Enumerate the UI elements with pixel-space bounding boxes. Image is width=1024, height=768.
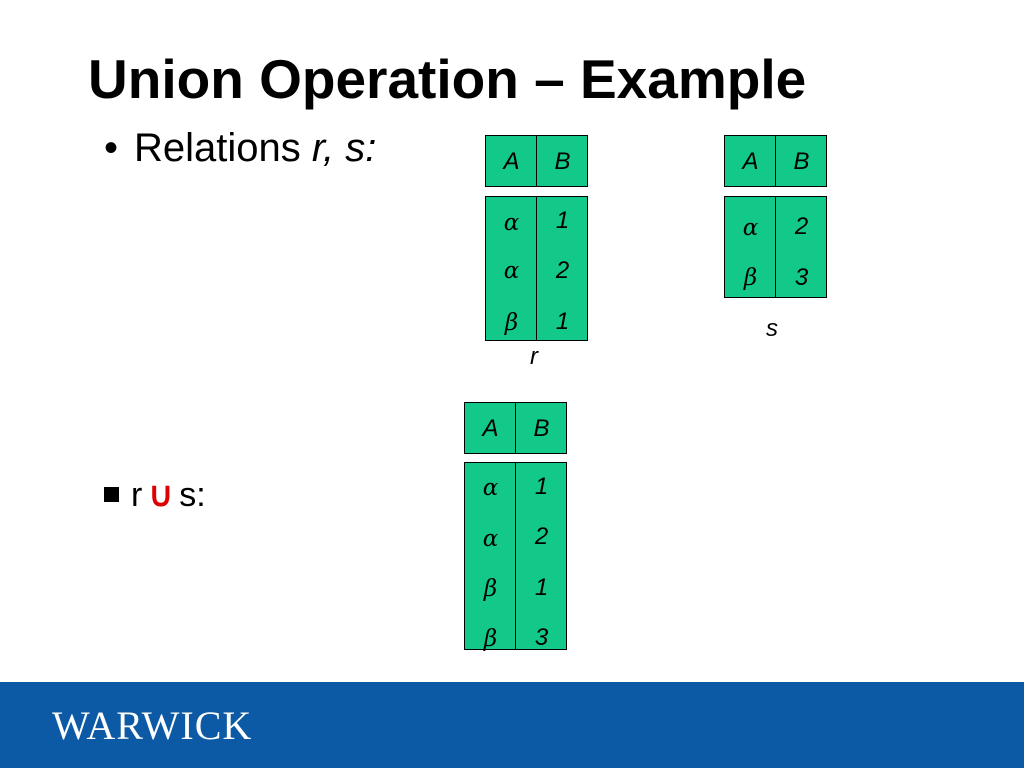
table-cell: 1: [555, 308, 570, 335]
bullet-union: r∪s:: [104, 478, 206, 512]
header-cell-a: A: [742, 148, 759, 175]
bullet-relations: • Relations r, s:: [104, 128, 376, 168]
header-cell-a: A: [482, 415, 499, 442]
table-cell: 2: [555, 257, 570, 284]
header-cell-b: B: [554, 148, 571, 175]
union-lhs: r: [131, 476, 143, 514]
table-cell: 3: [534, 624, 549, 651]
table-cell: β: [504, 310, 519, 336]
table-cell: 2: [794, 213, 809, 240]
table-cell: 2: [534, 523, 549, 550]
table-cell: α: [742, 215, 759, 241]
table-cell: α: [503, 258, 520, 284]
header-cell-b: B: [533, 415, 550, 442]
relation-union-header: A B: [464, 402, 567, 454]
table-cell: 1: [534, 574, 549, 601]
table-cell: α: [503, 210, 520, 236]
header-cell-b: B: [793, 148, 810, 175]
relation-s-body: α 2 β 3: [724, 196, 827, 298]
relation-r-name: r: [530, 343, 538, 370]
union-symbol: ∪: [148, 476, 174, 514]
table-cell: α: [482, 526, 499, 552]
table-cell: 1: [555, 207, 570, 234]
table-cell: 3: [794, 264, 809, 291]
table-cell: β: [483, 576, 498, 602]
relation-s-header: A B: [724, 135, 827, 187]
header-cell-a: A: [503, 148, 520, 175]
warwick-logo: WARWICK: [52, 703, 253, 748]
table-cell: α: [482, 475, 499, 501]
relation-s-name: s: [766, 315, 778, 342]
table-cell: β: [483, 626, 498, 652]
union-rhs: s:: [179, 476, 206, 514]
bullet-relations-vars: r, s:: [311, 126, 377, 170]
footer-bar: WARWICK: [0, 682, 1024, 768]
square-bullet-icon: [104, 487, 119, 502]
relation-r-body: α 1 α 2 β 1: [485, 196, 588, 341]
bullet-relations-text: Relations: [134, 126, 312, 170]
bullet-dot: •: [104, 126, 119, 170]
relation-union-body: α 1 α 2 β 1 β 3: [464, 462, 567, 652]
table-cell: 1: [534, 473, 549, 500]
table-cell: β: [743, 265, 758, 291]
relation-r-header: A B: [485, 135, 588, 187]
slide-title: Union Operation – Example: [88, 48, 807, 110]
